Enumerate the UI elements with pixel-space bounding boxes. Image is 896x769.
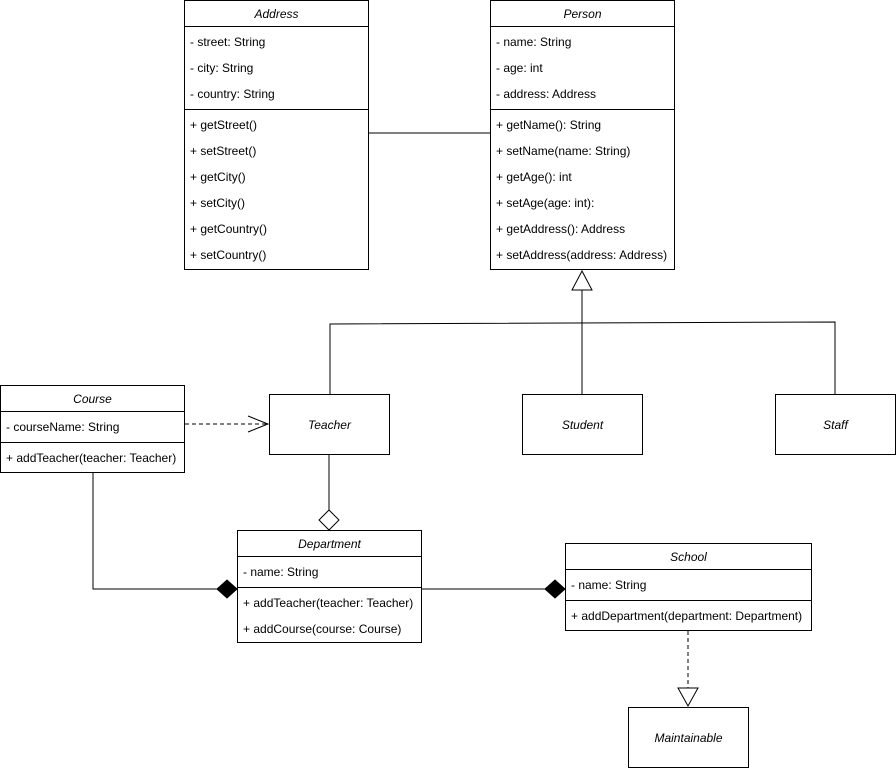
class-title: School: [566, 544, 811, 570]
class-course[interactable]: Course - courseName: String + addTeacher…: [0, 385, 185, 473]
method-row: + getCountry(): [190, 222, 268, 236]
method-row: + setAge(age: int):: [496, 196, 595, 210]
generalization-to-person: [329, 269, 836, 394]
class-staff[interactable]: Staff: [775, 394, 896, 455]
method-row: + addTeacher(teacher: Teacher): [243, 596, 414, 610]
attribute-row: - street: String: [190, 35, 266, 49]
attribute-row: - courseName: String: [6, 420, 120, 434]
methods-section: + addTeacher(teacher: Teacher): [1, 443, 184, 473]
method-row: + getStreet(): [190, 118, 258, 132]
method-row: + addCourse(course: Course): [243, 622, 402, 636]
interface-maintainable[interactable]: Maintainable: [628, 707, 749, 768]
method-row: + setStreet(): [190, 144, 257, 158]
class-title: Address: [185, 1, 368, 27]
attributes-section: - name: String: [238, 557, 421, 588]
attributes-section: - name: String: [566, 570, 811, 601]
attribute-row: - name: String: [571, 578, 647, 592]
class-address[interactable]: Address - street: String - city: String …: [184, 0, 369, 270]
methods-section: + getStreet() + setStreet() + getCity() …: [185, 110, 368, 270]
method-row: + setAddress(address: Address): [496, 248, 668, 262]
attributes-section: - name: String - age: int - address: Add…: [491, 27, 674, 110]
class-title: Department: [238, 531, 421, 557]
attributes-section: - courseName: String: [1, 412, 184, 443]
method-row: + getAge(): int: [496, 170, 572, 184]
methods-section: + addTeacher(teacher: Teacher) + addCour…: [238, 588, 421, 644]
class-title: Course: [1, 386, 184, 412]
class-teacher[interactable]: Teacher: [269, 394, 390, 455]
attribute-row: - name: String: [243, 565, 319, 579]
dependency-course-teacher: [185, 415, 270, 433]
attribute-row: - city: String: [190, 61, 254, 75]
method-row: + addDepartment(department: Department): [571, 609, 803, 623]
aggregation-department-teacher: [318, 455, 340, 531]
realization-school-maintainable: [677, 631, 699, 708]
method-row: + getAddress(): Address: [496, 222, 626, 236]
attribute-row: - address: Address: [496, 87, 597, 101]
methods-section: + addDepartment(department: Department): [566, 601, 811, 631]
methods-section: + getName(): String + setName(name: Stri…: [491, 110, 674, 270]
composition-department-course: [92, 473, 238, 599]
class-school[interactable]: School - name: String + addDepartment(de…: [565, 543, 812, 631]
class-person[interactable]: Person - name: String - age: int - addre…: [490, 0, 675, 270]
attributes-section: - street: String - city: String - countr…: [185, 27, 368, 110]
method-row: + getCity(): [190, 170, 246, 184]
class-department[interactable]: Department - name: String + addTeacher(t…: [237, 530, 422, 643]
attribute-row: - age: int: [496, 61, 543, 75]
method-row: + setCity(): [190, 196, 246, 210]
attribute-row: - country: String: [190, 87, 275, 101]
attribute-row: - name: String: [496, 35, 572, 49]
class-title: Person: [491, 1, 674, 27]
composition-school-department: [422, 579, 566, 599]
method-row: + setCountry(): [190, 248, 267, 262]
method-row: + setName(name: String): [496, 144, 631, 158]
method-row: + addTeacher(teacher: Teacher): [6, 451, 177, 465]
class-student[interactable]: Student: [522, 394, 643, 455]
method-row: + getName(): String: [496, 118, 602, 132]
